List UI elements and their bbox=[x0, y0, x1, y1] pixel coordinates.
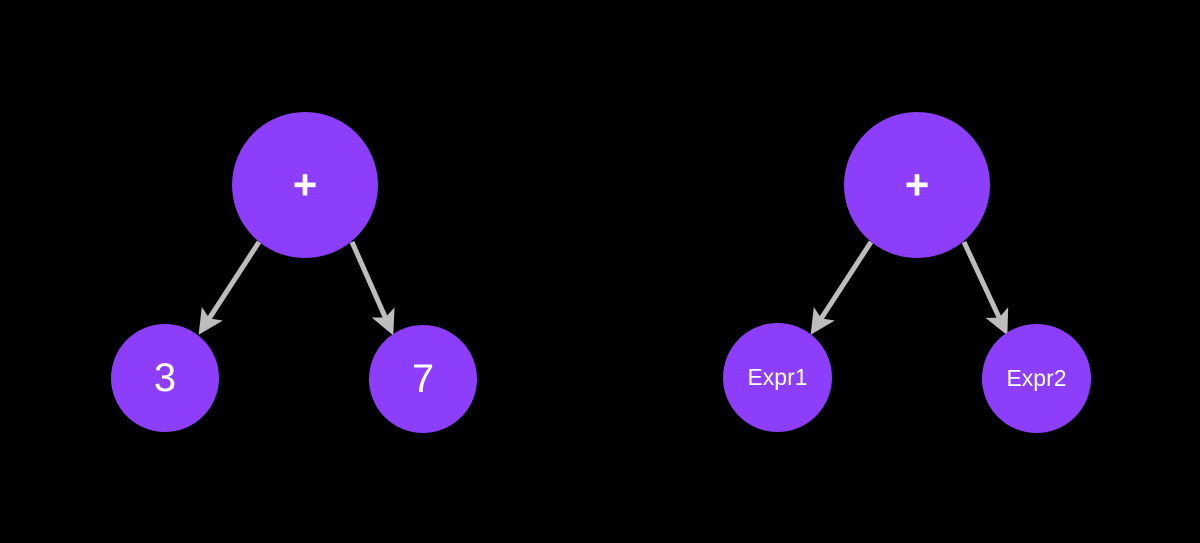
node-expr2[interactable]: Expr2 bbox=[982, 324, 1091, 433]
node-three[interactable]: 3 bbox=[111, 324, 219, 432]
node-three-label: 3 bbox=[153, 356, 177, 400]
node-plus-left[interactable]: + bbox=[232, 112, 378, 258]
node-seven-label: 7 bbox=[411, 357, 435, 401]
node-plus-left-label: + bbox=[292, 161, 318, 208]
node-expr1-label: Expr1 bbox=[747, 364, 808, 390]
node-seven[interactable]: 7 bbox=[369, 325, 477, 433]
node-plus-right[interactable]: + bbox=[844, 112, 990, 258]
node-expr1[interactable]: Expr1 bbox=[723, 323, 832, 432]
node-expr2-label: Expr2 bbox=[1006, 365, 1067, 391]
node-plus-right-label: + bbox=[904, 161, 930, 208]
